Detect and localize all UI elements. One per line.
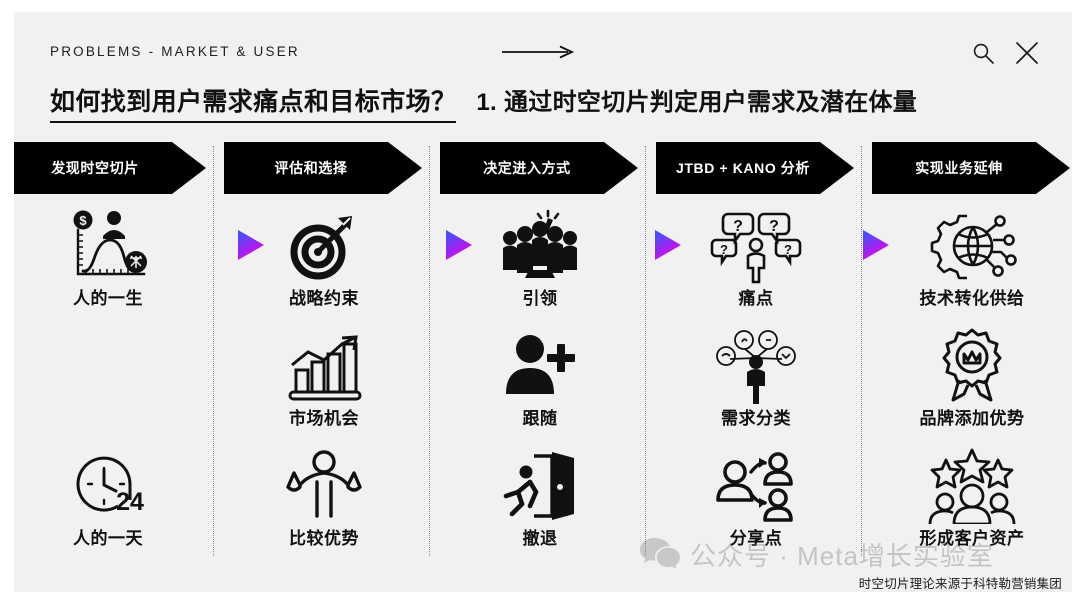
gradient-play-arrow-icon [444,228,474,262]
chevron-banner-3[interactable]: 决定进入方式 [440,142,638,194]
gradient-play-arrow-icon [653,228,683,262]
process-item[interactable]: 24 人的一天 [0,446,216,566]
page-title: 如何找到用户需求痛点和目标市场？ 1. 通过时空切片判定用户需求及潜在体量 [50,82,1050,128]
svg-text:?: ? [733,218,743,235]
title-main: 如何找到用户需求痛点和目标市场？ [50,87,457,124]
item-label: 形成客户资产 [919,529,1025,548]
growth-bar-chart-icon [282,326,366,406]
person-add-icon [502,326,578,406]
footnote: 时空切片理论来源于科特勒营销集团 [858,577,1062,591]
share-people-icon [713,446,799,526]
edge-left [0,0,14,598]
eyebrow-label: PROBLEMS - MARKET & USER [50,44,300,59]
person-comparing-icon [284,446,364,526]
item-label: 比较优势 [289,529,359,548]
process-item[interactable]: 撤退 [432,446,648,566]
chevron-banner-1[interactable]: 发现时空切片 [8,142,206,194]
chevron-banner-4[interactable]: JTBD + KANO 分析 [656,142,854,194]
exit-door-running-icon [500,446,580,526]
svg-text:$: $ [79,213,87,228]
target-arrow-icon [286,206,362,286]
process-item[interactable]: 市场机会 [216,326,432,446]
chevron-label: 实现业务延伸 [915,160,1003,176]
chevron-label: 发现时空切片 [51,160,139,176]
item-label: 分享点 [729,529,783,548]
chevron-label: 决定进入方式 [483,160,571,176]
customer-group-stars-icon [926,446,1018,526]
chevron-banner-5[interactable]: 实现业务延伸 [872,142,1070,194]
svg-text:?: ? [784,242,792,257]
process-item[interactable]: 引领 [432,206,648,326]
process-column-2: 评估和选择 战略约束 [213,142,432,572]
item-label: 撤退 [522,529,558,548]
process-column-4: JTBD + KANO 分析 ? [645,142,864,572]
chevron-label: JTBD + KANO 分析 [675,160,811,176]
person-question-bubbles-icon: ? ? ? ? [710,206,802,286]
chevron-banner-2[interactable]: 评估和选择 [224,142,422,194]
item-label: 品牌添加优势 [919,409,1025,428]
process-column-1: 发现时空切片 $ [0,142,216,572]
edge-bottom [0,592,1080,598]
process-item[interactable]: 战略约束 [216,206,432,326]
search-icon[interactable] [970,40,996,66]
process-columns: 发现时空切片 $ [0,142,1080,572]
edge-right [1072,0,1080,598]
process-item[interactable]: 分享点 [648,446,864,566]
leader-podium-icon [494,206,586,286]
process-item[interactable]: ? ? ? ? 痛点 [648,206,864,326]
process-column-3: 决定进入方式 [429,142,648,572]
process-column-5: 实现业务延伸 [861,142,1080,572]
long-right-arrow-icon [502,44,576,60]
gradient-play-arrow-icon [236,228,266,262]
slide-header: PROBLEMS - MARKET & USER [0,0,1080,82]
item-label: 引领 [522,289,558,308]
clock-24-icon: 24 [68,446,148,526]
person-needs-cluster-icon [712,326,800,406]
gear-globe-circuit-icon [927,206,1017,286]
title-sub: 1. 通过时空切片判定用户需求及潜在体量 [476,89,918,116]
chevron-label: 评估和选择 [274,160,348,176]
item-label: 市场机会 [289,409,359,428]
process-item[interactable]: 技术转化供给 [864,206,1080,326]
gradient-play-arrow-icon [861,228,891,262]
item-label: 战略约束 [289,289,359,308]
item-label: 跟随 [522,409,558,428]
close-icon[interactable] [1014,40,1040,66]
award-badge-icon [933,326,1011,406]
lifecycle-chart-icon: $ [66,206,150,286]
svg-text:?: ? [720,242,728,257]
process-item[interactable]: $ [0,206,216,326]
svg-text:24: 24 [116,488,144,516]
process-item[interactable]: 需求分类 [648,326,864,446]
item-label: 痛点 [738,289,774,308]
item-label: 人的一天 [73,529,143,548]
process-item[interactable]: 品牌添加优势 [864,326,1080,446]
process-item[interactable]: 比较优势 [216,446,432,566]
process-item[interactable]: 形成客户资产 [864,446,1080,566]
item-label: 技术转化供给 [919,289,1025,308]
item-label: 需求分类 [721,409,791,428]
process-item[interactable]: 跟随 [432,326,648,446]
svg-text:?: ? [769,218,779,235]
item-label: 人的一生 [73,289,143,308]
header-actions [970,40,1040,66]
edge-top [0,0,1080,12]
